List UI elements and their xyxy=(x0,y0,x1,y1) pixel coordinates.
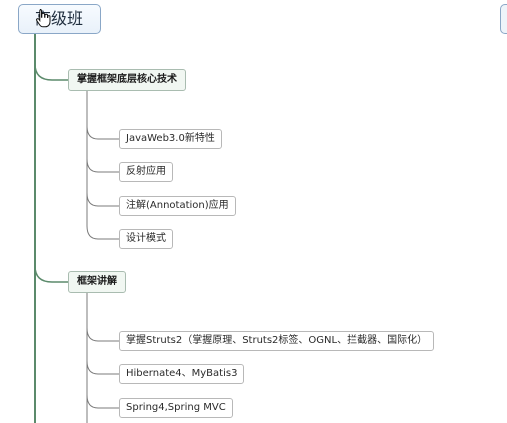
leaf-node[interactable]: 反射应用 xyxy=(119,162,173,182)
leaf-connector-2-3 xyxy=(86,394,119,409)
leaf-label: Spring4,Spring MVC xyxy=(126,402,226,413)
leaf-connector-1-1 xyxy=(86,125,119,140)
leaf-label: 设计模式 xyxy=(126,233,166,244)
leaf-node[interactable]: 注解(Annotation)应用 xyxy=(119,196,236,216)
branch-label: 掌握框架底层核心技术 xyxy=(77,74,177,85)
root-node[interactable]: 高级班 xyxy=(18,4,101,34)
leaf-label: JavaWeb3.0新特性 xyxy=(126,133,215,144)
leaf-connector-2-2 xyxy=(86,360,119,375)
leaf-connector-2-1 xyxy=(86,327,119,342)
branch-node-frameworks[interactable]: 框架讲解 xyxy=(68,271,126,293)
leaf-label: 掌握Struts2（掌握原理、Struts2标签、OGNL、拦截器、国际化） xyxy=(126,335,428,346)
hand-cursor-icon xyxy=(36,9,51,28)
adjacent-node-edge xyxy=(500,4,507,34)
leaf-node[interactable]: Hibernate4、MyBatis3 xyxy=(119,364,245,384)
leaf-node[interactable]: 设计模式 xyxy=(119,229,173,249)
leaf-node[interactable]: JavaWeb3.0新特性 xyxy=(119,129,222,149)
leaf-node[interactable]: 掌握Struts2（掌握原理、Struts2标签、OGNL、拦截器、国际化） xyxy=(119,331,435,351)
leaf-node[interactable]: Spring4,Spring MVC xyxy=(119,398,233,418)
branch-connector-1 xyxy=(34,63,68,81)
leaf-connector-1-3 xyxy=(86,192,119,207)
leaf-label: 注解(Annotation)应用 xyxy=(126,200,229,211)
leaf-connector-1-2 xyxy=(86,158,119,173)
leaf-label: Hibernate4、MyBatis3 xyxy=(126,368,238,379)
branch-connector-2 xyxy=(34,265,68,283)
branch-node-core-tech[interactable]: 掌握框架底层核心技术 xyxy=(68,69,186,91)
branch-label: 框架讲解 xyxy=(77,276,117,287)
leaf-label: 反射应用 xyxy=(126,166,166,177)
leaf-connector-1-4 xyxy=(86,225,119,240)
